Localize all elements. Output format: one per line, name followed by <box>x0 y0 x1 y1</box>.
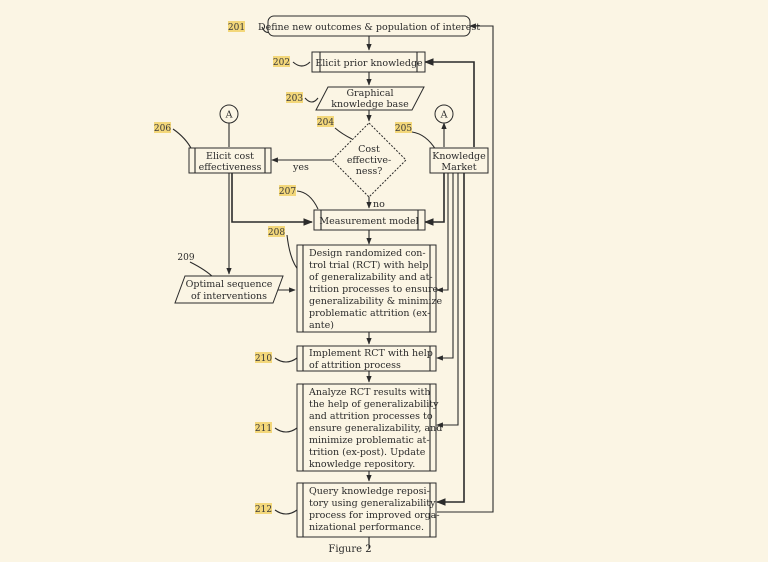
node-204-cost-effectiveness-decision: Cost effective- ness? <box>331 122 407 198</box>
svg-text:211: 211 <box>255 424 272 434</box>
svg-text:effectiveness: effectiveness <box>199 162 262 173</box>
node-208-design-rct: Design randomized con- trol trial (RCT) … <box>296 244 443 333</box>
ref-tag-207: 207 <box>279 185 296 197</box>
svg-text:of generalizability and at-: of generalizability and at- <box>309 272 433 283</box>
svg-text:208: 208 <box>268 228 285 238</box>
leader-206 <box>172 128 193 151</box>
svg-text:ante): ante) <box>309 320 334 331</box>
svg-text:trition (ex-post). Update: trition (ex-post). Update <box>309 447 426 458</box>
leader-202 <box>292 61 311 67</box>
edge-205-207 <box>424 173 445 226</box>
svg-text:A: A <box>440 110 448 121</box>
svg-text:207: 207 <box>279 187 296 197</box>
edge-205-208 <box>436 173 449 293</box>
svg-text:205: 205 <box>395 124 412 134</box>
edge-205-210 <box>436 173 454 361</box>
svg-text:202: 202 <box>273 58 290 68</box>
svg-text:Elicit cost: Elicit cost <box>206 151 254 162</box>
connector-left-A: A <box>219 104 239 124</box>
svg-text:tory using generalizability: tory using generalizability <box>309 498 436 509</box>
node-206-elicit-cost-effectiveness: Elicit cost effectiveness <box>188 147 272 174</box>
node-209-optimal-sequence: Optimal sequence of interventions <box>174 275 284 304</box>
svg-text:Cost: Cost <box>358 144 380 155</box>
svg-text:204: 204 <box>317 118 334 128</box>
svg-text:minimize problematic at-: minimize problematic at- <box>309 435 430 446</box>
leader-212 <box>274 509 298 515</box>
svg-text:Implement RCT with help: Implement RCT with help <box>309 348 433 359</box>
ref-tag-210: 210 <box>255 352 272 364</box>
connector-right-A: A <box>434 104 454 124</box>
edge-label-no: no <box>373 199 385 210</box>
leader-203 <box>304 97 319 103</box>
svg-text:of attrition process: of attrition process <box>309 360 401 371</box>
svg-text:Define new outcomes & populati: Define new outcomes & population of inte… <box>258 22 480 33</box>
svg-text:ensure generalizability, and: ensure generalizability, and <box>309 423 442 434</box>
leader-204 <box>334 127 353 140</box>
svg-text:209: 209 <box>177 253 194 263</box>
svg-text:Graphical: Graphical <box>346 88 393 99</box>
edge-205-211 <box>436 173 459 428</box>
svg-text:nizational performance.: nizational performance. <box>309 522 424 533</box>
svg-text:212: 212 <box>255 505 272 515</box>
node-201-define-outcomes: Define new outcomes & population of inte… <box>258 15 480 37</box>
svg-text:trition processes to ensure: trition processes to ensure <box>309 284 438 295</box>
leader-207 <box>296 190 319 210</box>
svg-text:A: A <box>225 110 233 121</box>
edge-212-201-loop <box>437 23 494 513</box>
ref-tag-203: 203 <box>286 92 303 104</box>
figure-caption: Figure 2 <box>328 544 371 555</box>
leader-210 <box>274 357 298 363</box>
svg-text:process for improved orga-: process for improved orga- <box>309 510 440 521</box>
edge-205-202 <box>424 58 475 147</box>
svg-text:generalizability & minimize: generalizability & minimize <box>309 296 443 307</box>
svg-text:Elicit prior knowledge: Elicit prior knowledge <box>315 58 423 69</box>
svg-text:203: 203 <box>286 94 303 104</box>
ref-tag-204: 204 <box>317 116 334 128</box>
node-205-knowledge-market: Knowledge Market <box>429 147 489 174</box>
svg-text:knowledge base: knowledge base <box>331 99 409 110</box>
ref-tag-212: 212 <box>255 503 272 515</box>
svg-text:Measurement model: Measurement model <box>319 216 418 227</box>
svg-text:the help of generalizability: the help of generalizability <box>309 399 439 410</box>
svg-text:and attrition processes to: and attrition processes to <box>309 411 433 422</box>
node-211-analyze-rct: Analyze RCT results with the help of gen… <box>296 383 442 472</box>
ref-tag-209: 209 <box>177 253 194 263</box>
edge-206-207 <box>231 173 313 226</box>
node-202-elicit-prior-knowledge: Elicit prior knowledge <box>311 51 426 73</box>
svg-text:Analyze RCT results with: Analyze RCT results with <box>308 387 431 398</box>
svg-text:206: 206 <box>154 124 171 134</box>
svg-text:of interventions: of interventions <box>191 291 267 302</box>
node-210-implement-rct: Implement RCT with help of attrition pro… <box>296 345 437 372</box>
svg-text:201: 201 <box>228 23 245 33</box>
edge-205-212 <box>436 173 465 506</box>
svg-text:trol trial (RCT) with help: trol trial (RCT) with help <box>309 260 428 271</box>
ref-tag-205: 205 <box>395 122 412 134</box>
svg-text:knowledge repository.: knowledge repository. <box>309 459 415 470</box>
ref-tag-208: 208 <box>268 226 285 238</box>
ref-tag-211: 211 <box>255 422 272 434</box>
svg-text:Design randomized con-: Design randomized con- <box>309 248 426 259</box>
ref-tag-202: 202 <box>273 56 290 68</box>
leader-205 <box>411 131 437 151</box>
svg-text:Knowledge: Knowledge <box>432 151 486 162</box>
svg-text:effective-: effective- <box>347 155 391 166</box>
ref-tag-206: 206 <box>154 122 171 134</box>
svg-text:Optimal sequence: Optimal sequence <box>186 279 273 290</box>
edge-label-yes: yes <box>292 162 309 173</box>
leader-211 <box>274 427 298 433</box>
node-203-graphical-knowledge-base: Graphical knowledge base <box>315 86 425 111</box>
svg-text:210: 210 <box>255 354 272 364</box>
node-212-query-knowledge-repository: Query knowledge reposi- tory using gener… <box>296 482 440 538</box>
svg-text:Query knowledge reposi-: Query knowledge reposi- <box>309 486 430 497</box>
svg-text:Market: Market <box>441 162 476 173</box>
ref-tag-201: 201 <box>228 21 245 33</box>
svg-text:problematic attrition (ex-: problematic attrition (ex- <box>309 308 430 319</box>
node-207-measurement-model: Measurement model <box>313 209 426 231</box>
svg-text:ness?: ness? <box>356 166 383 177</box>
